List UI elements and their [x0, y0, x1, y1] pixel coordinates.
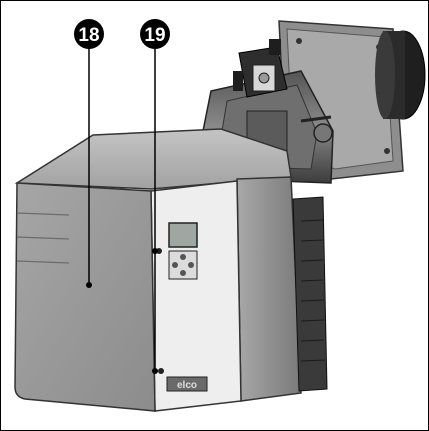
- control-strip: elco: [150, 180, 242, 412]
- callout-19: 19: [140, 19, 170, 49]
- control-buttons: [168, 250, 198, 280]
- display-screen: [168, 222, 198, 248]
- flame-tube: [375, 30, 426, 120]
- svg-text:18: 18: [78, 25, 99, 46]
- brand-plate: [166, 376, 208, 392]
- housing-side: [236, 176, 328, 402]
- valve-block: [233, 39, 288, 98]
- hood-screw-bottom: [158, 368, 164, 374]
- svg-text:19: 19: [144, 25, 165, 46]
- front-hood: [14, 182, 156, 412]
- brand-logo: elco: [177, 380, 197, 391]
- callout-18: 18: [74, 19, 104, 49]
